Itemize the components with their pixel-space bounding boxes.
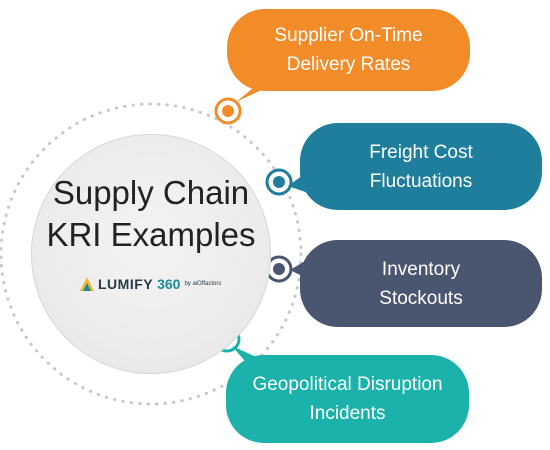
bubble-2-line1: Freight Cost bbox=[369, 141, 473, 163]
bubble-1-line2: Delivery Rates bbox=[286, 54, 411, 75]
center-title: Supply Chain KRI Examples bbox=[31, 172, 271, 256]
center-title-line2: KRI Examples bbox=[46, 216, 256, 253]
center-title-line1: Supply Chain bbox=[52, 174, 250, 211]
kri-bubble-supplier-delivery: Supplier On-Time Delivery Rates bbox=[227, 9, 470, 91]
dotted-ring bbox=[0, 102, 303, 406]
lumify-logo: LUMIFY 360 by aiOffactors bbox=[80, 276, 221, 292]
bubble-3-line2: Stockouts bbox=[379, 287, 463, 309]
node-2 bbox=[265, 168, 293, 196]
node-1 bbox=[214, 97, 242, 125]
logo-brand-360: 360 bbox=[157, 276, 181, 292]
node-3 bbox=[265, 255, 293, 283]
logo-triangle-icon bbox=[80, 277, 94, 291]
center-circle bbox=[31, 134, 271, 374]
bubble-4-line1: Geopolitical Disruption bbox=[252, 374, 443, 395]
bubble-4-line2: Incidents bbox=[309, 403, 386, 424]
logo-byline: by aiOffactors bbox=[184, 281, 222, 287]
kri-bubble-geopolitical: Geopolitical Disruption Incidents bbox=[226, 355, 469, 443]
bubble-3-line1: Inventory bbox=[381, 258, 461, 280]
logo-brand: LUMIFY bbox=[98, 276, 154, 292]
kri-bubble-inventory: Inventory Stockouts bbox=[300, 240, 542, 327]
bubble-2-line2: Fluctuations bbox=[369, 170, 473, 192]
bubble-1-line1: Supplier On-Time bbox=[274, 25, 423, 46]
kri-bubble-freight-cost: Freight Cost Fluctuations bbox=[300, 123, 542, 210]
